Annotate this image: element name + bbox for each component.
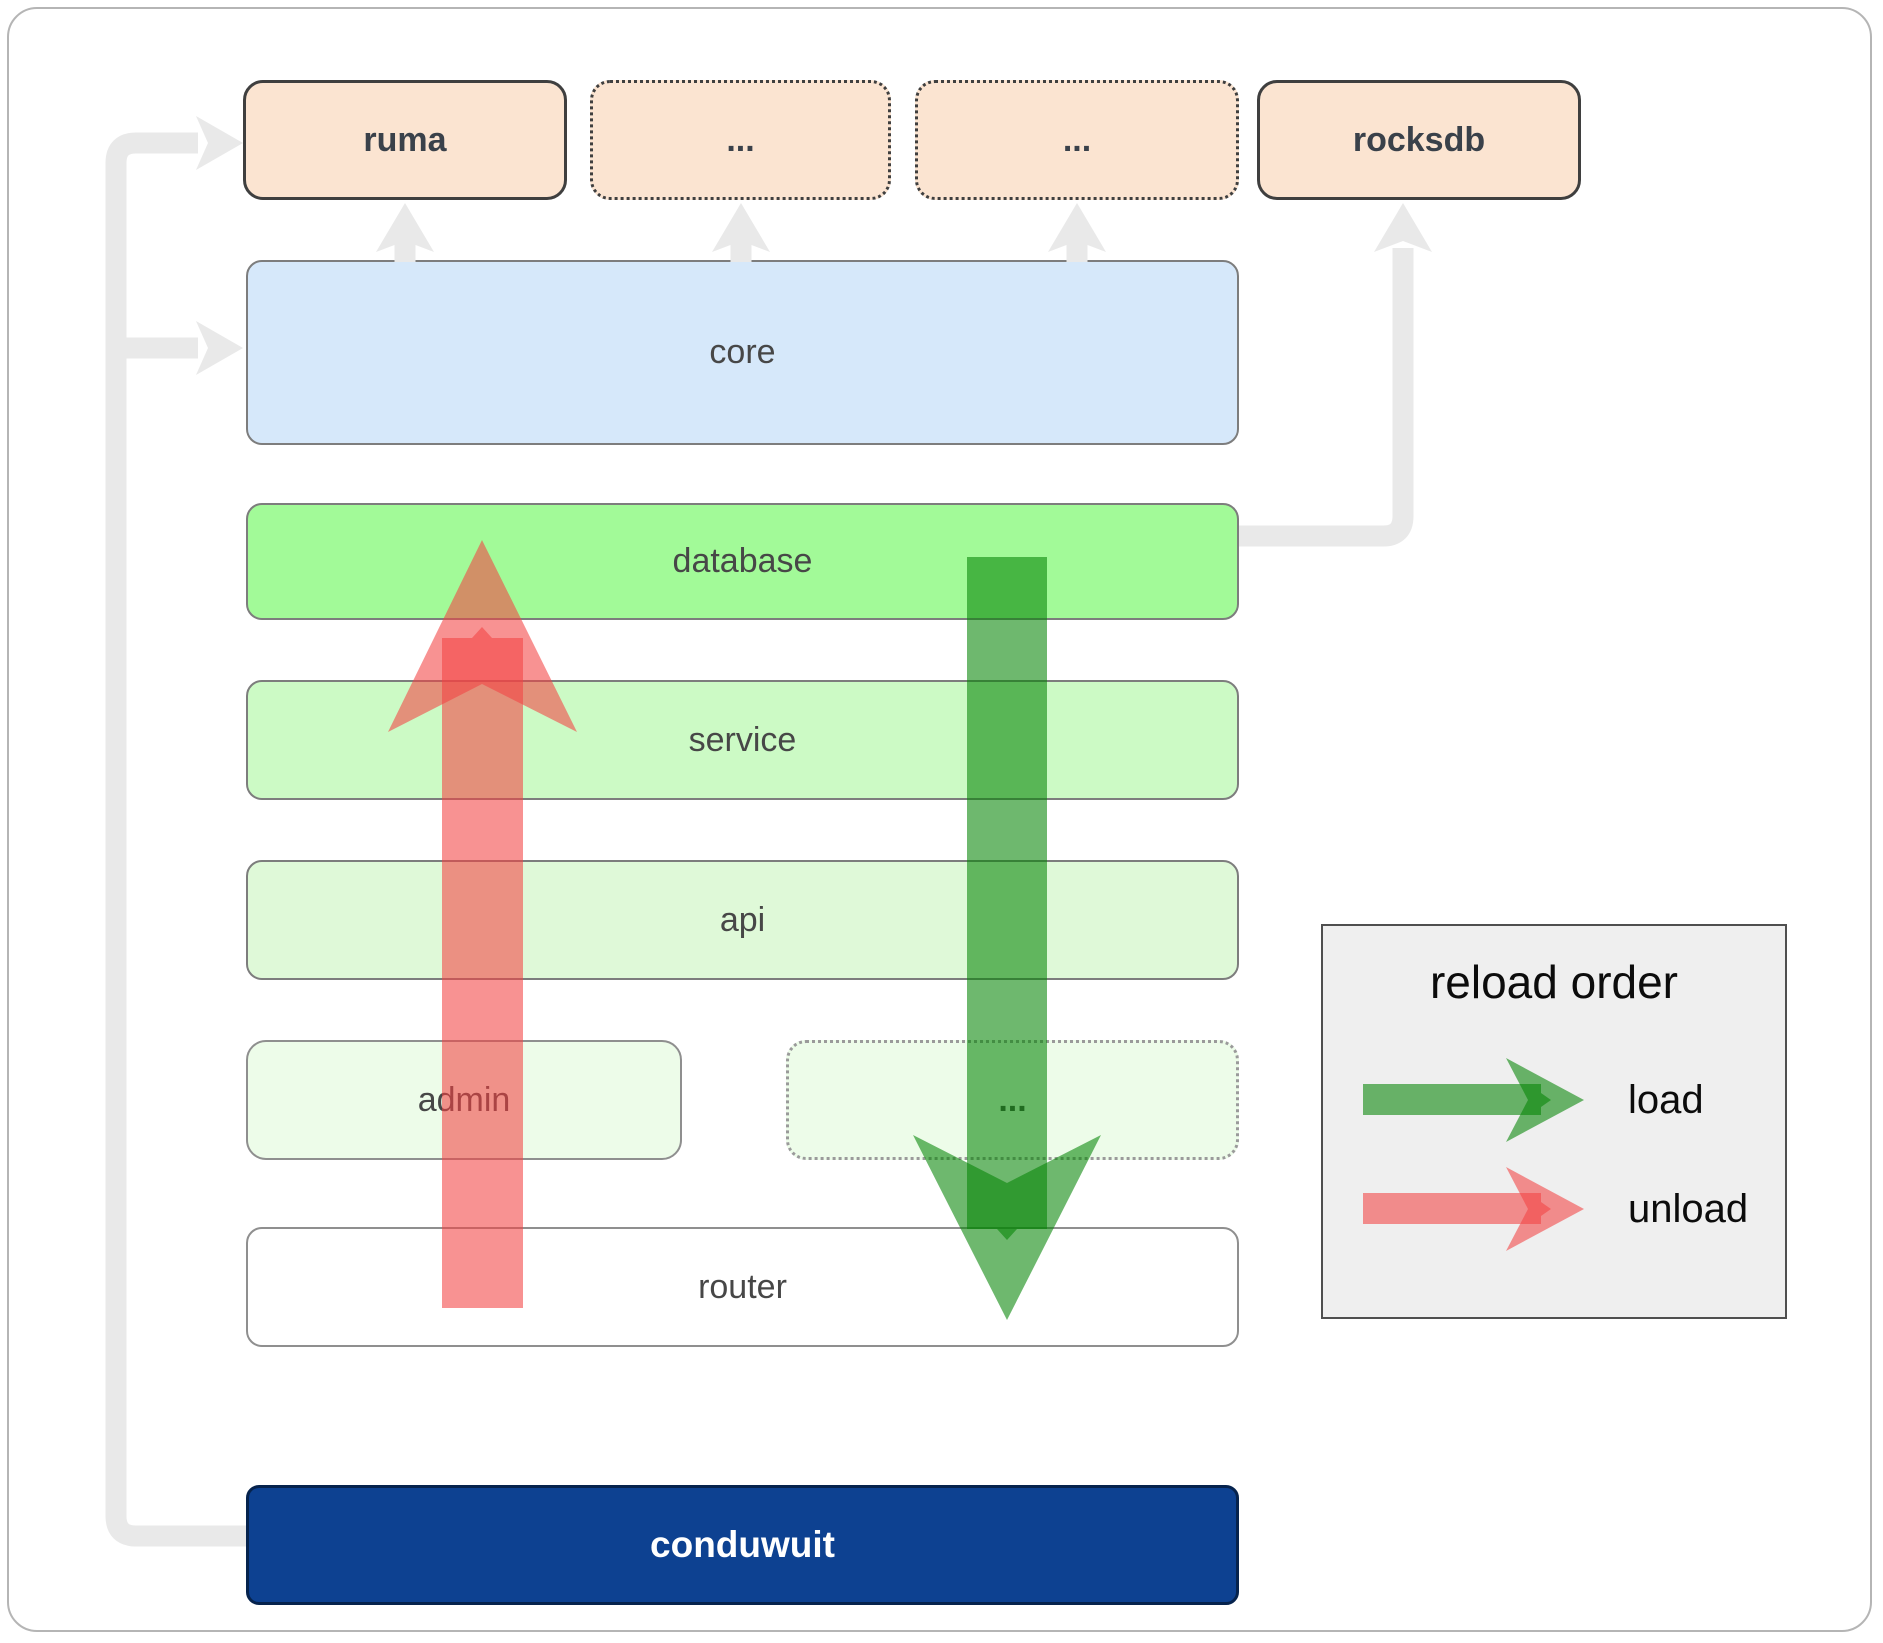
- node-api: api: [246, 860, 1239, 980]
- node-admin-label: admin: [417, 1080, 511, 1119]
- node-ellipsis-top-2-label: ...: [1062, 120, 1092, 159]
- node-api-label: api: [719, 900, 766, 939]
- node-ruma: ruma: [243, 80, 567, 200]
- node-service-label: service: [688, 720, 797, 759]
- node-ellipsis-top-1-label: ...: [726, 120, 755, 159]
- node-conduwuit: conduwuit: [246, 1485, 1239, 1605]
- legend-load-label: load: [1628, 1077, 1704, 1122]
- node-ellipsis-admin-row-label: ...: [998, 1080, 1027, 1119]
- legend-title: reload order: [1429, 956, 1679, 1008]
- node-conduwuit-label: conduwuit: [650, 1524, 835, 1565]
- diagram-outer-border: [7, 7, 1872, 1632]
- node-rocksdb: rocksdb: [1257, 80, 1581, 200]
- node-admin: admin: [246, 1040, 682, 1160]
- node-ellipsis-top-2: ...: [915, 80, 1239, 200]
- node-core-label: core: [709, 333, 776, 371]
- node-core: core: [246, 260, 1239, 445]
- legend-unload-label: unload: [1628, 1186, 1749, 1231]
- node-router-label: router: [698, 1267, 787, 1306]
- node-ellipsis-admin-row: ...: [786, 1040, 1239, 1160]
- node-ruma-label: ruma: [363, 120, 447, 159]
- node-database: database: [246, 503, 1239, 620]
- node-ellipsis-top-1: ...: [590, 80, 891, 200]
- node-service: service: [246, 680, 1239, 800]
- node-database-label: database: [672, 542, 813, 580]
- node-router: router: [246, 1227, 1239, 1347]
- node-rocksdb-label: rocksdb: [1352, 120, 1486, 159]
